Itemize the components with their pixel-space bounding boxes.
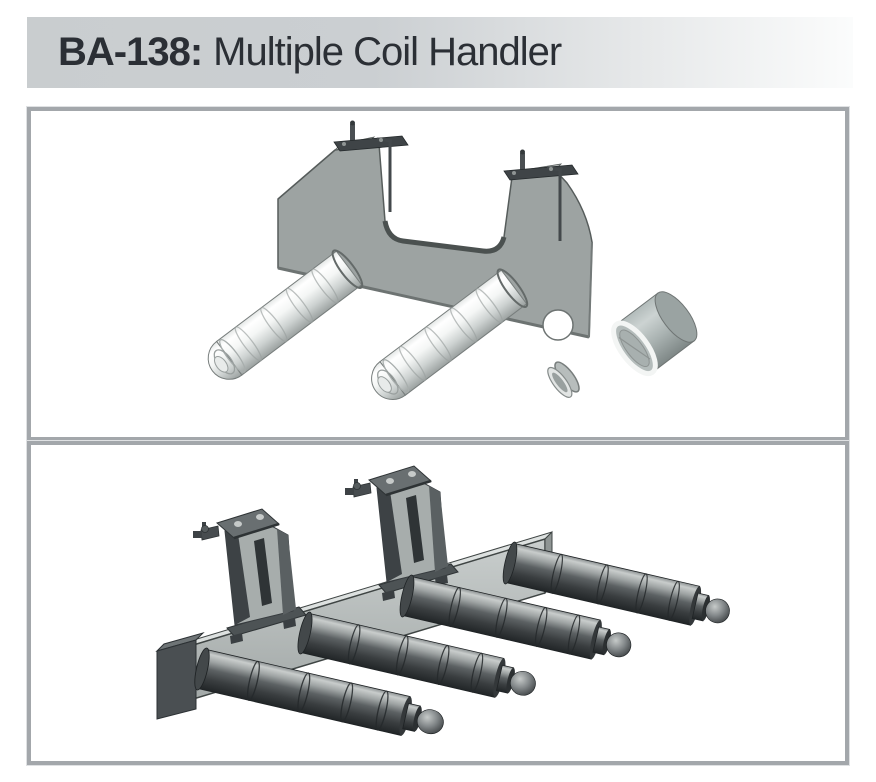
plate-right-edge [588,241,593,338]
figure-panel-assembly [27,441,849,765]
coil-handler-detail-drawing [207,120,698,400]
coil-handler-assembly-drawing [155,464,735,747]
product-code: BA-138: [58,30,203,74]
figure-panel-detail [27,107,849,441]
spindle-segment-lines [398,288,504,382]
beam-end-cap [156,639,197,720]
clamp-left [333,120,409,212]
clamp-right [503,149,579,241]
retaining-ring [547,361,580,398]
product-title: Multiple Coil Handler [213,30,562,74]
notch-shadow-edge [382,220,507,254]
spindle-left [207,249,364,380]
spindle-right [371,268,529,400]
spindle-segment-lines [234,268,339,362]
spacer-sleeve [611,291,698,376]
hanger-bracket-right [343,464,460,603]
plate-cutout [542,309,574,341]
hanger-bracket-left [191,507,308,646]
title-bar: BA-138: Multiple Coil Handler [27,17,853,88]
